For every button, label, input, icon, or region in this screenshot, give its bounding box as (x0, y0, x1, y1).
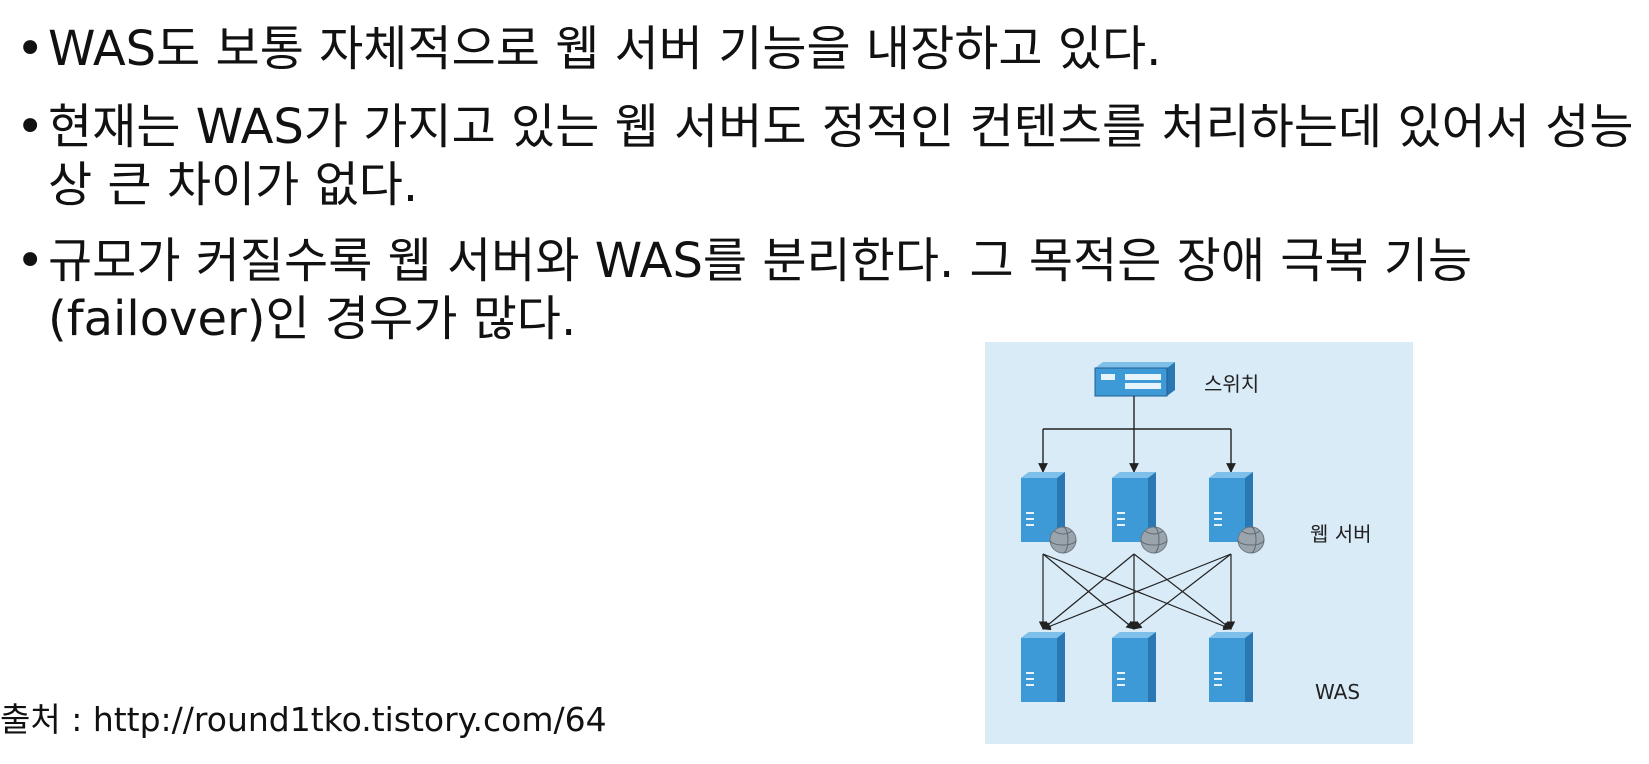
switch-label: 스위치 (1204, 372, 1260, 396)
bullet-item: • WAS도 보통 자체적으로 웹 서버 기능을 내장하고 있다. (10, 20, 1638, 78)
architecture-diagram: 스위치 웹 서버 WAS (985, 342, 1413, 744)
bullet-text: WAS도 보통 자체적으로 웹 서버 기능을 내장하고 있다. (48, 21, 1162, 77)
bullet-item: • 현재는 WAS가 가지고 있는 웹 서버도 정적인 컨텐츠를 처리하는데 있… (10, 98, 1638, 214)
bullet-marker: • (16, 21, 45, 77)
was-server-icon (1209, 632, 1253, 702)
bullet-marker: • (16, 99, 45, 155)
was-server-icon (1112, 632, 1156, 702)
switch-icon (1094, 362, 1175, 397)
failover-connectors (1038, 553, 1236, 631)
globe-icon (1140, 526, 1168, 554)
bullet-text: 현재는 WAS가 가지고 있는 웹 서버도 정적인 컨텐츠를 처리하는데 있어서… (48, 99, 1634, 213)
diagram-graphic (1021, 362, 1265, 702)
source-citation: 출처 : http://round1tko.tistory.com/64 (0, 700, 607, 739)
was-label: WAS (1315, 680, 1361, 704)
globe-icon (1049, 526, 1077, 554)
globe-icon (1237, 526, 1265, 554)
bullet-marker: • (16, 233, 45, 289)
bullet-text: 규모가 커질수록 웹 서버와 WAS를 분리한다. 그 목적은 장애 극복 기능… (48, 233, 1473, 347)
bullet-item: • 규모가 커질수록 웹 서버와 WAS를 분리한다. 그 목적은 장애 극복 … (10, 232, 1638, 348)
web-server-label: 웹 서버 (1310, 522, 1372, 546)
was-server-icon (1021, 632, 1065, 702)
switch-connectors (1038, 396, 1236, 473)
